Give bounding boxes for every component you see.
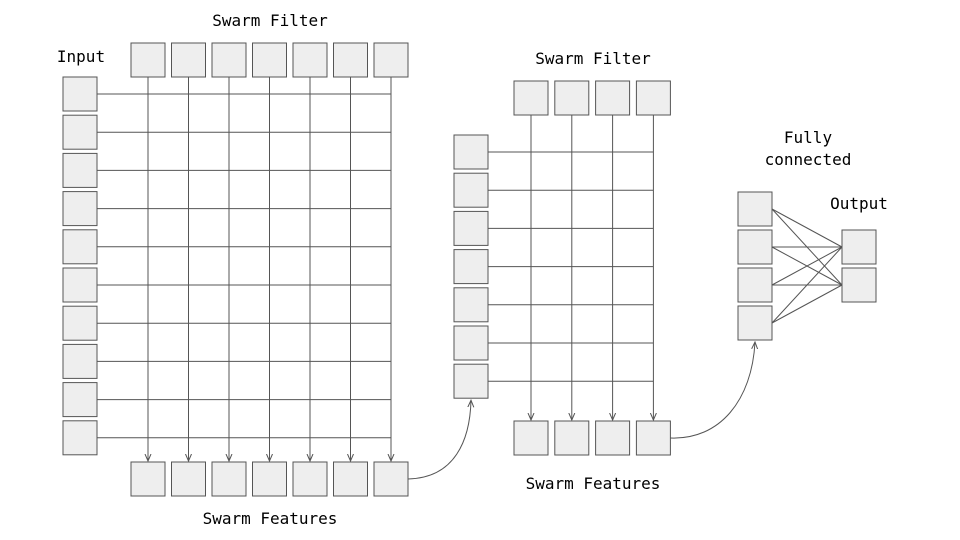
block2-input-node — [453, 249, 489, 285]
fully-connected-node — [737, 267, 773, 303]
swarm-filter-node — [333, 42, 368, 78]
block2-input-node — [453, 287, 489, 323]
swarm-feature-node — [373, 461, 409, 497]
input-node — [62, 114, 98, 150]
swarm-filter-label-2: Swarm Filter — [535, 49, 651, 68]
block2-input-node — [453, 172, 489, 208]
input-node — [62, 76, 98, 112]
connection-lines — [97, 77, 843, 480]
input-node — [62, 305, 98, 341]
swarm-filter-node — [373, 42, 409, 78]
swarm-filter-node — [635, 80, 671, 116]
input-node — [62, 229, 98, 265]
fully-connected-label-line2: connected — [765, 150, 852, 169]
swarm-features-label-2: Swarm Features — [526, 474, 661, 493]
swarm-filter-node — [211, 42, 247, 78]
fully-connected-node — [737, 305, 773, 341]
fully-connected-edge — [771, 284, 843, 324]
output-node — [841, 229, 877, 265]
swarm-feature-node — [635, 420, 671, 456]
fully-connected-node — [737, 229, 773, 265]
swarm-feature-node — [554, 420, 590, 456]
swarm-filter-node — [292, 42, 328, 78]
swarm-feature-node — [130, 461, 166, 497]
block2-input-node — [453, 363, 489, 399]
block2-input-node — [453, 210, 489, 246]
swarm-filter-node — [252, 42, 287, 78]
output-node — [841, 267, 877, 303]
neuron-nodes — [62, 42, 877, 497]
input-node — [62, 152, 98, 188]
input-node — [62, 343, 98, 379]
swarm-filter-node — [595, 80, 631, 116]
input-node — [62, 191, 98, 227]
fully-connected-edge — [771, 246, 843, 286]
swarm-filter-label-1: Swarm Filter — [212, 11, 328, 30]
output-label: Output — [830, 194, 888, 213]
block-transfer-arrow — [407, 400, 471, 480]
swarm-feature-node — [171, 461, 206, 497]
fully-connected-label-line1: Fully — [784, 128, 833, 147]
block2-input-node — [453, 325, 489, 361]
input-label: Input — [57, 47, 105, 66]
swarm-filter-node — [554, 80, 590, 116]
swarm-feature-node — [252, 461, 287, 497]
fully-connected-node — [737, 191, 773, 227]
fully-connected-edge — [771, 208, 843, 248]
input-node — [62, 382, 98, 418]
block-transfer-arrow — [670, 342, 755, 439]
input-node — [62, 420, 98, 456]
swarm-feature-node — [513, 420, 549, 456]
swarm-feature-node — [333, 461, 368, 497]
swarm-feature-node — [211, 461, 247, 497]
block2-input-node — [453, 134, 489, 170]
fully-connected-edge — [771, 246, 843, 324]
swarm-features-label-1: Swarm Features — [203, 509, 338, 528]
swarm-feature-node — [292, 461, 328, 497]
swarm-filter-node — [513, 80, 549, 116]
input-node — [62, 267, 98, 303]
swarm-feature-node — [595, 420, 631, 456]
swarm-filter-node — [171, 42, 206, 78]
swarm-filter-node — [130, 42, 166, 78]
